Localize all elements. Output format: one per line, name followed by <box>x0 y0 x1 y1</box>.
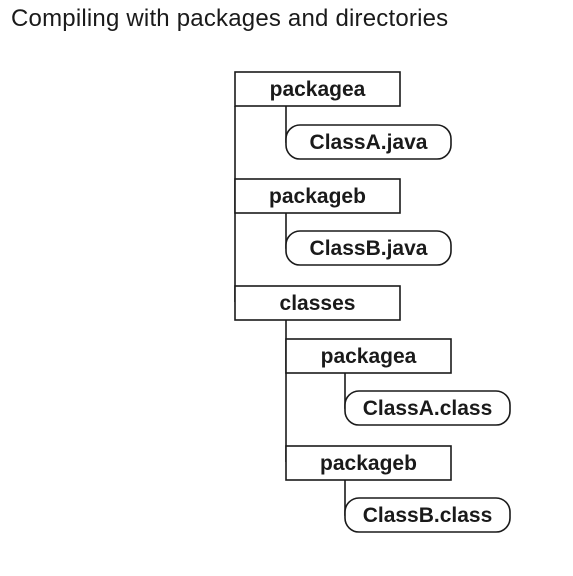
node-label: ClassB.class <box>363 504 493 527</box>
tree-node-packagea-src: packagea <box>234 71 401 107</box>
node-label: packageb <box>269 185 366 208</box>
folder-node-box <box>285 445 452 481</box>
folder-node-box <box>234 285 401 321</box>
tree-node-classes: classes <box>234 285 401 321</box>
file-node-box <box>344 497 511 533</box>
tree-node-packageb-src: packageb <box>234 178 401 214</box>
tree-node-classb-class: ClassB.class <box>344 497 511 533</box>
folder-node-box <box>285 338 452 374</box>
tree-node-classa-class: ClassA.class <box>344 390 511 426</box>
file-node-box <box>285 230 452 266</box>
node-label: packageb <box>320 452 417 475</box>
node-label: ClassA.class <box>363 397 493 420</box>
node-label: classes <box>280 292 356 315</box>
file-node-box <box>285 124 452 160</box>
folder-node-box <box>234 71 401 107</box>
tree-node-classb-java: ClassB.java <box>285 230 452 266</box>
tree-node-classa-java: ClassA.java <box>285 124 452 160</box>
node-label: ClassA.java <box>310 131 428 154</box>
node-label: packagea <box>270 78 366 101</box>
tree-nodes: packageaClassA.javapackagebClassB.javacl… <box>234 71 511 533</box>
node-label: packagea <box>321 345 417 368</box>
tree-node-packageb-out: packageb <box>285 445 452 481</box>
diagram-title: Compiling with packages and directories <box>11 5 449 32</box>
node-label: ClassB.java <box>310 237 428 260</box>
file-node-box <box>344 390 511 426</box>
folder-node-box <box>234 178 401 214</box>
tree-node-packagea-out: packagea <box>285 338 452 374</box>
